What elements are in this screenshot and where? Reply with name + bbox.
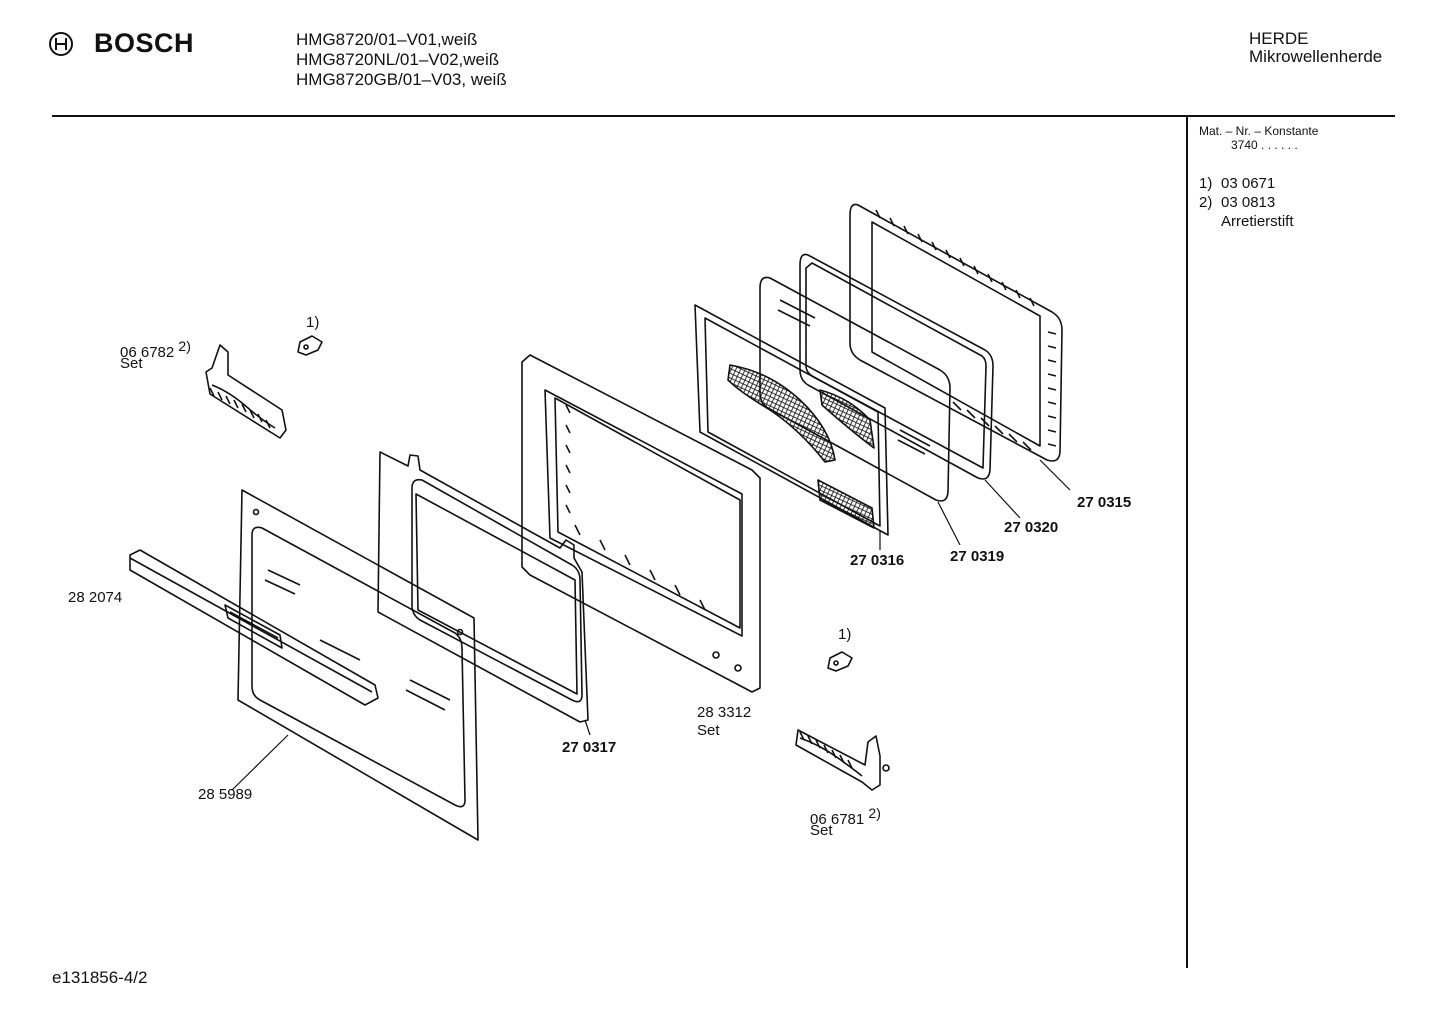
brand-name: BOSCH	[94, 28, 195, 58]
handle-part	[129, 549, 379, 706]
hinge-left-set: Set	[120, 355, 143, 372]
footnote-list: 1) 03 0671 2) 03 0813 Arretierstift	[1199, 174, 1389, 231]
hinge-left-number: 06 6782 2)	[120, 337, 191, 362]
model-list: HMG8720/01–V01,weiß HMG8720NL/01–V02,wei…	[296, 30, 507, 90]
hinge-right-number: 06 6781 2)	[810, 804, 881, 829]
hinge-right-set: Set	[810, 822, 833, 839]
part-number: 06 6782	[120, 344, 175, 361]
door-frame-part	[521, 354, 761, 693]
leader-lines	[231, 459, 1071, 791]
bosch-logo-icon	[49, 31, 73, 56]
hinge-left-part	[205, 344, 287, 439]
handle-number: 28 2074	[68, 589, 123, 606]
model-line: HMG8720NL/01–V02,weiß	[296, 50, 500, 69]
footnote-ref: 2)	[868, 805, 881, 821]
arresting-pin-top	[297, 335, 323, 356]
footnote-value: 03 0813	[1221, 194, 1276, 211]
gasket-frame-number: 27 0317	[562, 739, 617, 756]
header-divider	[52, 115, 1395, 117]
mat-number-label: Mat. – Nr. – Konstante	[1199, 124, 1319, 138]
footnote-item: 2) 03 0813	[1199, 193, 1389, 212]
mesh-panel-part	[694, 304, 889, 536]
model-line: HMG8720/01–V01,weiß	[296, 30, 478, 49]
category-subtitle: Mikrowellenherde	[1249, 47, 1383, 66]
model-line: HMG8720GB/01–V03, weiß	[296, 70, 507, 89]
sidebar-notes: Mat. – Nr. – Konstante 3740 . . . . . . …	[1199, 124, 1389, 231]
document-code: e131856-4/2	[52, 968, 148, 987]
door-frame-set: Set	[697, 722, 720, 739]
arresting-pin-bottom	[827, 651, 853, 672]
seal-part	[799, 253, 994, 480]
exploded-view-diagram	[129, 203, 1071, 841]
glass-pane-part	[759, 276, 951, 502]
glass-pane-number: 27 0319	[950, 548, 1005, 565]
brand-header: BOSCH	[48, 28, 194, 59]
category-block: HERDE Mikrowellenherde	[1249, 30, 1382, 66]
outer-glass-number: 28 5989	[198, 786, 253, 803]
sidebar-divider	[1186, 116, 1188, 968]
pin-bottom-note: 1)	[838, 626, 852, 643]
footnote-description: Arretierstift	[1221, 213, 1294, 230]
outer-glass-part	[237, 489, 479, 841]
mesh-panel-number: 27 0316	[850, 552, 905, 569]
choke-frame-part	[849, 203, 1063, 462]
part-number: 06 6781	[810, 811, 865, 828]
footnote-key: 2)	[1199, 194, 1213, 211]
category-title: HERDE	[1249, 29, 1309, 48]
footnote-ref: 2)	[178, 338, 191, 354]
choke-frame-number: 27 0315	[1077, 494, 1132, 511]
footnote-value: 03 0671	[1221, 175, 1276, 192]
footnote-item: 1) 03 0671	[1199, 174, 1389, 193]
gasket-frame-part	[377, 451, 589, 723]
mat-number-value: 3740 . . . . . .	[1231, 138, 1298, 152]
footnote-key: 1)	[1199, 175, 1213, 192]
hinge-right-part	[795, 729, 890, 791]
seal-number: 27 0320	[1004, 519, 1059, 536]
pin-top-note: 1)	[306, 314, 320, 331]
door-frame-number: 28 3312	[697, 704, 752, 721]
